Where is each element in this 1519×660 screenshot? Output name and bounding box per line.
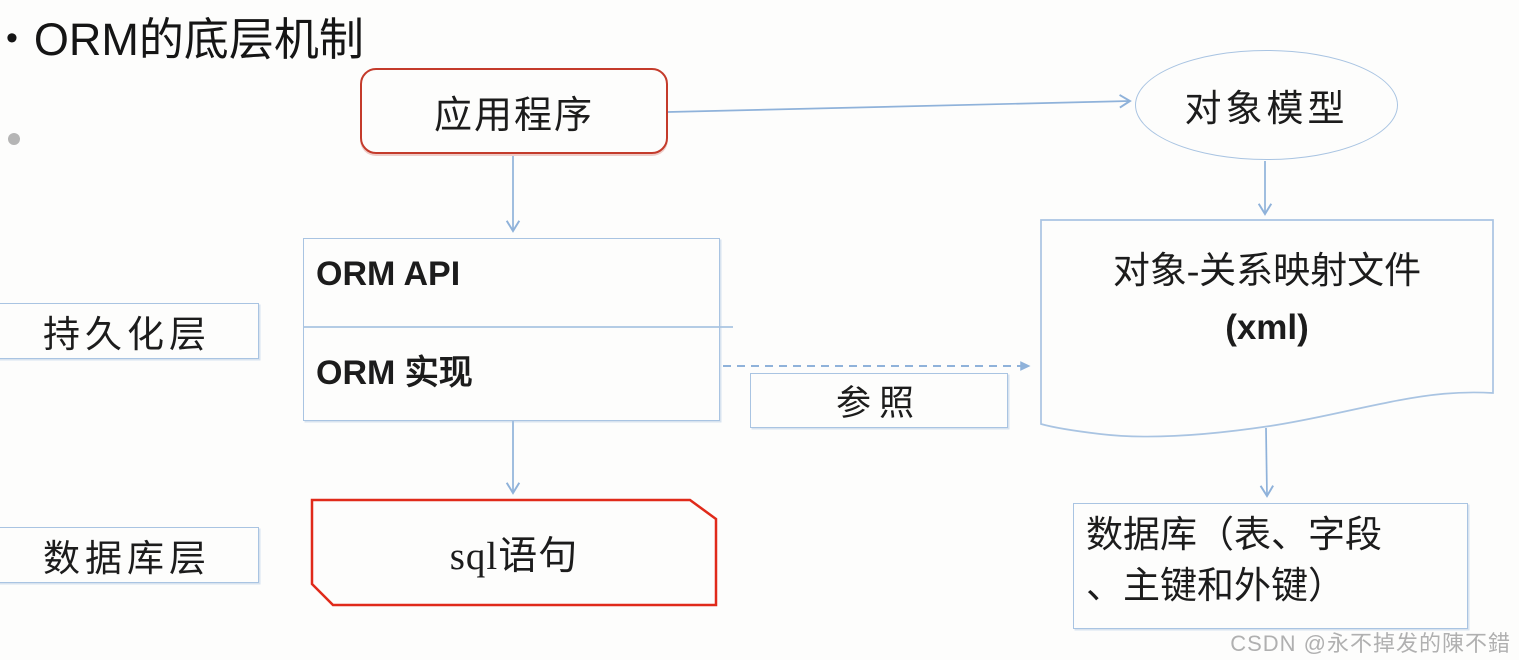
mapping-file-text: 对象-关系映射文件 (xml) — [1041, 244, 1493, 356]
sub-bullet-icon — [8, 133, 20, 145]
page-title-row: • ORM的底层机制 — [6, 10, 364, 68]
page-title: ORM的底层机制 — [33, 14, 364, 65]
application-label: 应用程序 — [433, 94, 594, 137]
orm-api-label: ORM API — [316, 255, 461, 293]
mapping-file-label-line2: (xml) — [1225, 308, 1309, 347]
reference-node: 参照 — [750, 373, 1008, 428]
orm-node: ORM API ORM 实现 — [303, 238, 720, 421]
database-node: 数据库（表、字段 、主键和外键） — [1073, 503, 1468, 629]
application-node: 应用程序 — [360, 68, 668, 154]
title-bullet-icon: • — [6, 19, 18, 57]
sql-label: sql语句 — [449, 534, 579, 578]
orm-impl-label: ORM 实现 — [316, 354, 473, 392]
database-layer-node: 数据库层 — [0, 527, 259, 583]
watermark: CSDN @永不掉发的陳不錯 — [1230, 631, 1511, 656]
object-model-node: 对象模型 — [1135, 50, 1398, 160]
object-model-label: 对象模型 — [1184, 89, 1349, 130]
database-label-line2: 、主键和外键） — [1086, 566, 1345, 607]
reference-label: 参照 — [835, 384, 922, 423]
database-layer-label: 数据库层 — [43, 539, 211, 580]
persistence-layer-node: 持久化层 — [0, 303, 259, 359]
mapping-file-label-line1: 对象-关系映射文件 — [1112, 251, 1422, 292]
persistence-layer-label: 持久化层 — [43, 315, 211, 356]
arrow-mapping-file-to-database — [1259, 427, 1274, 498]
arrow-application-to-object-model — [667, 94, 1132, 113]
database-label-line1: 数据库（表、字段 — [1086, 515, 1382, 556]
